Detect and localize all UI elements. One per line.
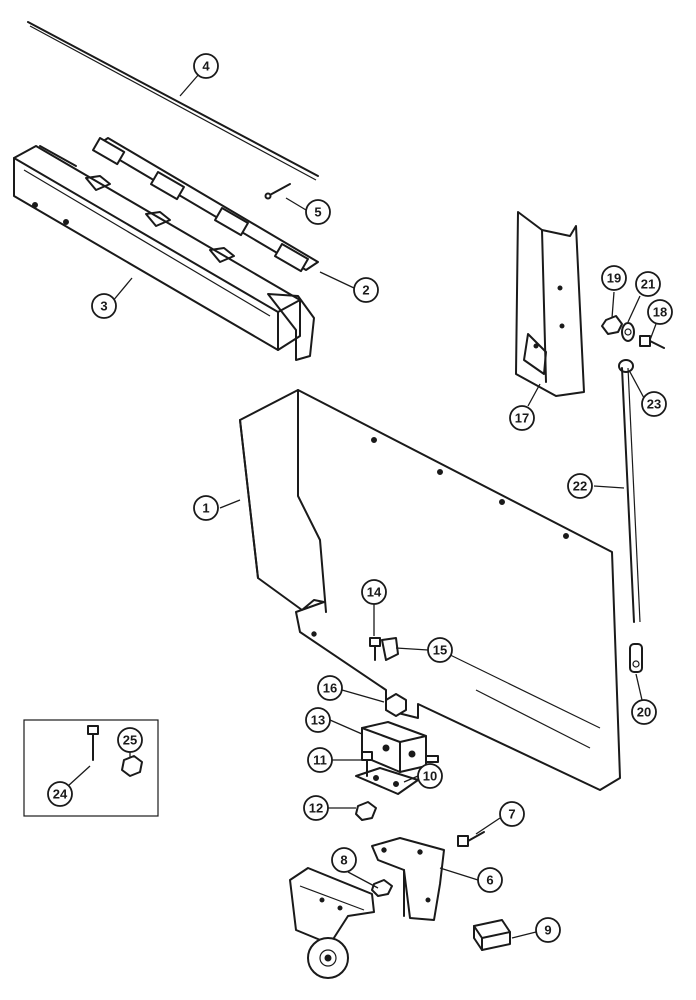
part-channel-3: [13, 145, 315, 361]
callout-3: 3: [91, 293, 117, 319]
svg-text:14: 14: [367, 585, 382, 600]
callout-20: 20: [631, 699, 657, 725]
leader-8: [347, 871, 379, 889]
leader-3: [111, 277, 133, 303]
leader-15: [395, 647, 429, 651]
leader-2: [319, 271, 355, 289]
callout-2: 2: [353, 277, 379, 303]
callout-10: 10: [417, 763, 443, 789]
callout-16: 16: [317, 675, 343, 701]
svg-text:16: 16: [323, 681, 337, 696]
callout-12: 12: [303, 795, 329, 821]
svg-text:17: 17: [515, 411, 529, 426]
part-bolt-18: [639, 335, 665, 349]
part-plate-10: [355, 767, 419, 795]
leader-5: [285, 197, 307, 211]
svg-text:18: 18: [653, 305, 667, 320]
svg-text:12: 12: [309, 801, 323, 816]
callout-24: 24: [47, 781, 73, 807]
part-bracket-17: [515, 211, 585, 397]
svg-text:10: 10: [423, 769, 437, 784]
part-bolt-11: [361, 751, 373, 777]
leader-21: [627, 295, 641, 323]
callout-21: 21: [635, 271, 661, 297]
svg-text:7: 7: [508, 807, 515, 822]
leader-6: [439, 867, 479, 881]
leader-23: [629, 371, 645, 399]
part-nut-16: [385, 693, 407, 717]
part-bolt-24: [87, 725, 99, 761]
callout-18: 18: [647, 299, 673, 325]
svg-text:8: 8: [340, 853, 347, 868]
callout-15: 15: [427, 637, 453, 663]
callout-11: 11: [307, 747, 333, 773]
svg-text:25: 25: [123, 733, 137, 748]
callout-14: 14: [361, 579, 387, 605]
callout-8: 8: [331, 847, 357, 873]
inset-hardware-box: [23, 719, 159, 817]
part-bolt-7: [457, 831, 485, 847]
leader-20: [635, 673, 643, 701]
callout-1: 1: [193, 495, 219, 521]
callout-23: 23: [641, 391, 667, 417]
leader-13: [329, 719, 363, 735]
callout-7: 7: [499, 801, 525, 827]
part-bolt-14: [369, 637, 381, 661]
callout-13: 13: [305, 707, 331, 733]
part-bracket-6: [371, 837, 445, 921]
svg-text:6: 6: [486, 873, 493, 888]
part-pin-5: [264, 183, 291, 200]
callout-4: 4: [193, 53, 219, 79]
svg-text:5: 5: [314, 205, 321, 220]
leader-1: [219, 499, 241, 509]
svg-text:22: 22: [573, 479, 587, 494]
svg-text:13: 13: [311, 713, 325, 728]
part-block-9: [473, 919, 511, 951]
part-rod-end-21: [621, 322, 635, 342]
svg-text:15: 15: [433, 643, 447, 658]
svg-text:9: 9: [544, 923, 551, 938]
callout-17: 17: [509, 405, 535, 431]
leader-7: [475, 817, 501, 835]
part-shield-1: [239, 389, 621, 791]
leader-lines: [67, 65, 657, 939]
leader-18: [649, 323, 657, 341]
svg-text:11: 11: [313, 753, 327, 768]
svg-text:1: 1: [202, 501, 209, 516]
callout-5: 5: [305, 199, 331, 225]
svg-text:19: 19: [607, 271, 621, 286]
callout-9: 9: [535, 917, 561, 943]
callouts: 4 5 2 3 1 14 15 16 13 11 10 12 7 6 8 9 1…: [47, 53, 673, 943]
part-nut-12: [355, 801, 377, 821]
leader-22: [593, 485, 625, 489]
leader-16: [341, 689, 385, 703]
leader-17: [527, 383, 541, 407]
svg-text:4: 4: [202, 59, 210, 74]
svg-text:24: 24: [53, 787, 68, 802]
part-rod-4: [27, 21, 319, 181]
part-nut-25: [121, 755, 143, 777]
svg-text:20: 20: [637, 705, 651, 720]
part-roller-bracket: [289, 867, 375, 979]
svg-text:3: 3: [100, 299, 107, 314]
svg-text:2: 2: [362, 283, 369, 298]
callout-22: 22: [567, 473, 593, 499]
leader-19: [611, 291, 615, 319]
callout-25: 25: [117, 727, 143, 753]
part-threaded-rod-22: [621, 367, 641, 623]
part-nut-23: [618, 359, 634, 373]
svg-text:21: 21: [641, 277, 655, 292]
leader-10: [403, 775, 419, 783]
svg-text:23: 23: [647, 397, 661, 412]
leader-24: [67, 765, 91, 787]
callout-19: 19: [601, 265, 627, 291]
leader-9: [511, 931, 537, 939]
part-nut-19: [601, 315, 623, 335]
part-bracket-15: [381, 637, 399, 661]
part-rod-end-20: [629, 643, 643, 673]
callout-6: 6: [477, 867, 503, 893]
part-hinge-strip-2: [91, 137, 319, 273]
part-nut-8: [371, 879, 393, 897]
